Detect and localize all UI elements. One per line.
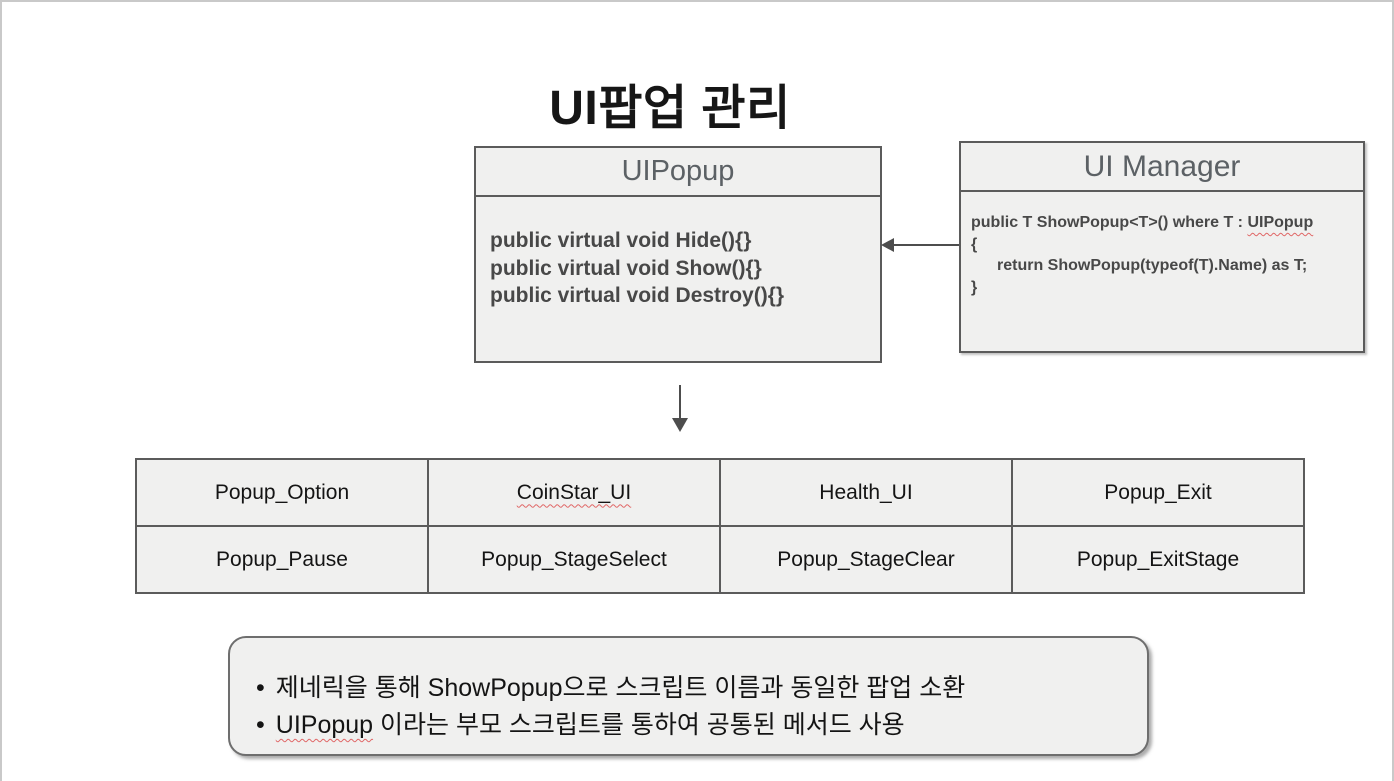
table-cell-popup-exit: Popup_Exit <box>1013 460 1303 525</box>
table-cell-popup-stageclear: Popup_StageClear <box>721 527 1011 592</box>
arrow-uipopup-to-table-line <box>679 385 681 420</box>
cell-label: Popup_Option <box>214 480 350 504</box>
note-uipopup-misspelled: UIPopup <box>275 711 374 739</box>
note-text: 이라는 부모 스크립트를 통하여 공통된 메서드 사용 <box>373 711 905 739</box>
cell-label: Popup_StageClear <box>777 547 955 571</box>
code-signature-uipopup-misspelled: UIPopup <box>1247 214 1314 231</box>
uipopup-box-title: UIPopup <box>476 148 880 197</box>
cell-label: Popup_Exit <box>1104 480 1212 504</box>
notes-box: •제네릭을 통해 ShowPopup으로 스크립트 이름과 동일한 팝업 소환 … <box>228 636 1149 756</box>
uimanager-box-body: public T ShowPopup<T>() where T : UIPopu… <box>961 192 1363 298</box>
cell-label: Popup_Pause <box>216 547 348 571</box>
method-show: public virtual void Show(){} <box>490 256 762 280</box>
uimanager-box-title: UI Manager <box>961 143 1363 192</box>
code-line-open-brace: { <box>971 235 978 253</box>
table-cell-popup-stageselect: Popup_StageSelect <box>429 527 719 592</box>
code-signature-prefix: public T ShowPopup<T>() where T : <box>971 214 1248 231</box>
code-line-return: return ShowPopup(typeof(T).Name) as T; <box>997 257 1308 274</box>
cell-label: Popup_ExitStage <box>1076 547 1240 571</box>
code-line-signature: public T ShowPopup<T>() where T : UIPopu… <box>971 212 1363 234</box>
arrow-left-head-icon <box>881 238 894 252</box>
note-item-uipopup-parent: • UIPopup 이라는 부모 스크립트를 통하여 공통된 메서드 사용 <box>256 707 1127 744</box>
cell-label: Health_UI <box>819 480 913 504</box>
popup-scripts-table: Popup_Option CoinStar_UI Health_UI Popup… <box>135 458 1305 594</box>
note-text: 제네릭을 통해 ShowPopup으로 스크립트 이름과 동일한 팝업 소환 <box>275 674 966 702</box>
arrow-down-head-icon <box>672 418 688 432</box>
table-cell-popup-pause: Popup_Pause <box>137 527 427 592</box>
uipopup-class-box: UIPopup public virtual void Hide(){} pub… <box>474 146 882 363</box>
bullet-icon: • <box>256 711 265 739</box>
slide-title: UI팝업 관리 <box>549 82 791 135</box>
cell-label: Popup_StageSelect <box>481 547 667 571</box>
code-line-close-brace: } <box>971 278 978 296</box>
table-cell-health-ui: Health_UI <box>721 460 1011 525</box>
bullet-icon: • <box>256 674 265 702</box>
uipopup-box-body: public virtual void Hide(){} public virt… <box>476 197 880 310</box>
table-cell-coinstar-ui: CoinStar_UI <box>429 460 719 525</box>
method-destroy: public virtual void Destroy(){} <box>490 284 785 307</box>
note-item-generic-showpopup: • 제네릭을 통해 ShowPopup으로 스크립트 이름과 동일한 팝업 소환 <box>256 670 1127 707</box>
method-hide: public virtual void Hide(){} <box>490 229 752 252</box>
cell-label-misspelled: CoinStar_UI <box>516 480 632 504</box>
uimanager-class-box: UI Manager public T ShowPopup<T>() where… <box>959 141 1365 353</box>
table-cell-popup-option: Popup_Option <box>137 460 427 525</box>
table-cell-popup-exitstage: Popup_ExitStage <box>1013 527 1303 592</box>
arrow-manager-to-uipopup-line <box>892 244 959 246</box>
